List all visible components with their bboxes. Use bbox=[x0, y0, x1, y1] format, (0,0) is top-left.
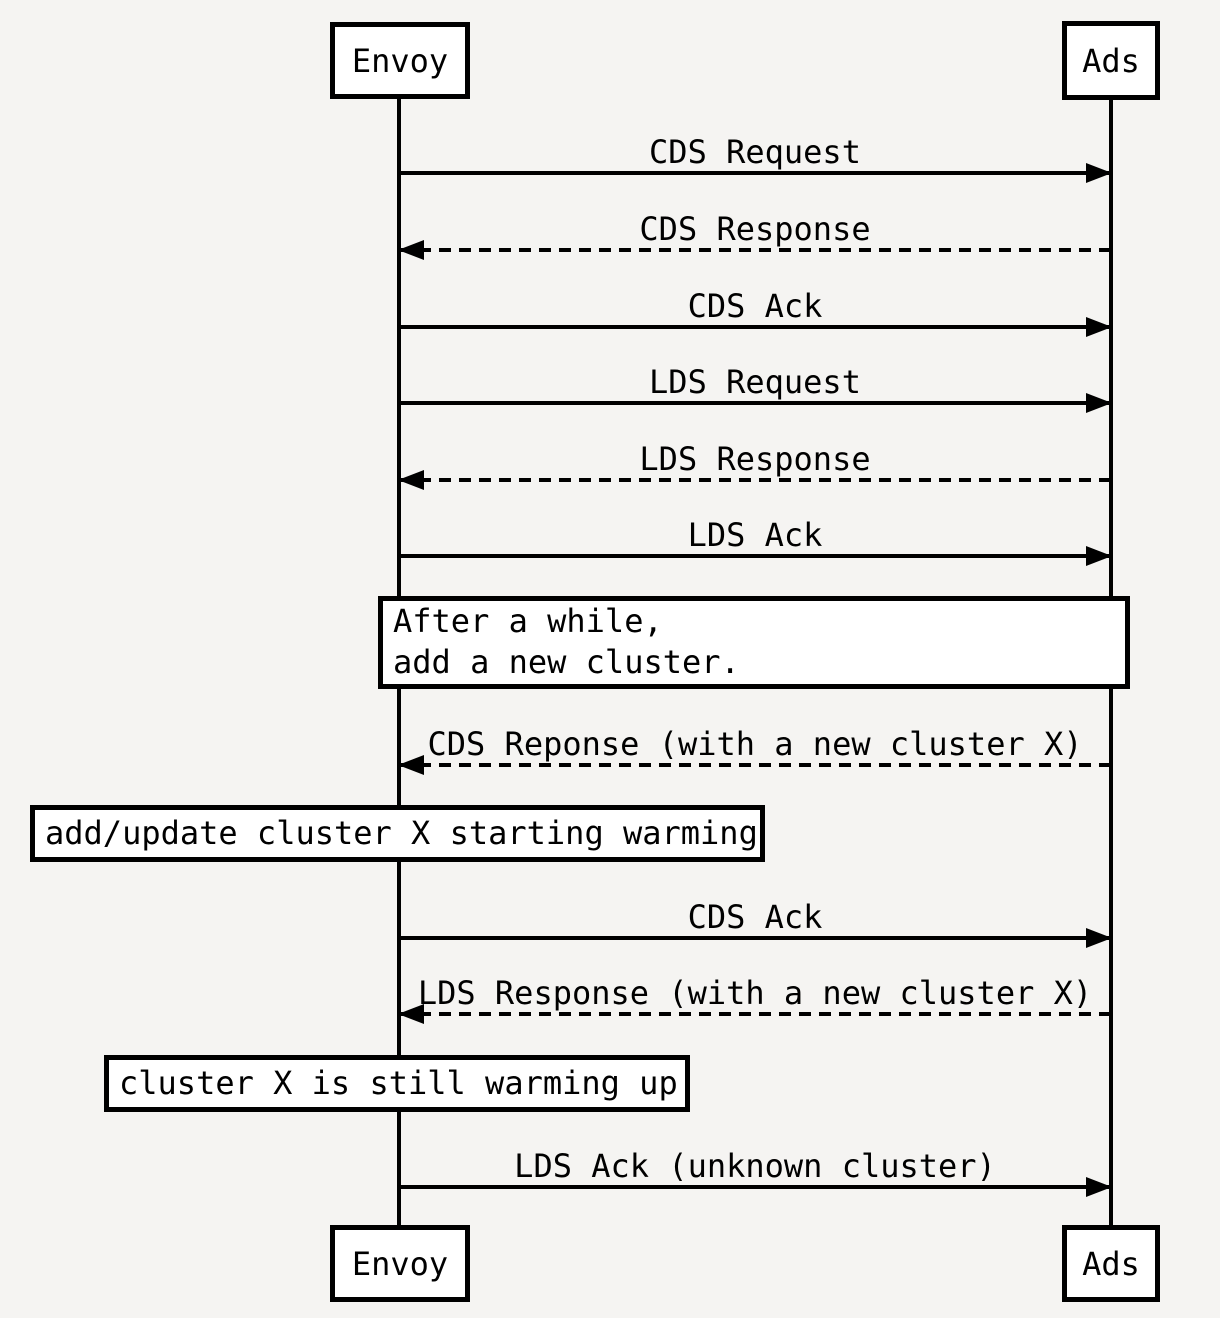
message-line bbox=[398, 1004, 1111, 1024]
message-label: LDS Response (with a new cluster X) bbox=[417, 974, 1093, 1012]
message-line bbox=[399, 317, 1112, 337]
message-label: CDS Ack bbox=[687, 287, 823, 325]
participant-label: Envoy bbox=[351, 41, 449, 80]
arrowhead-left-icon bbox=[398, 755, 424, 775]
note-text: After a while, bbox=[393, 602, 663, 640]
message-label: CDS Request bbox=[649, 133, 861, 171]
participant-label: Ads bbox=[1082, 41, 1140, 80]
arrowhead-left-icon bbox=[398, 240, 424, 260]
message-cds-reponse-new-cluster: CDS Reponse (with a new cluster X) bbox=[398, 725, 1111, 775]
note-cluster-warming-start: add/update cluster X starting warming bbox=[30, 805, 765, 862]
message-label: LDS Ack bbox=[687, 516, 823, 554]
note-text: add/update cluster X starting warming bbox=[45, 814, 758, 852]
message-lds-ack-unknown-cluster: LDS Ack (unknown cluster) bbox=[399, 1147, 1112, 1197]
message-cds-ack-2: CDS Ack bbox=[399, 898, 1112, 948]
message-lds-ack: LDS Ack bbox=[399, 516, 1112, 566]
participant-label: Ads bbox=[1082, 1244, 1140, 1283]
message-line bbox=[398, 240, 1111, 260]
message-line bbox=[398, 755, 1111, 775]
note-text: cluster X is still warming up bbox=[119, 1064, 678, 1102]
message-lds-request: LDS Request bbox=[399, 363, 1112, 413]
note-after-a-while: After a while, add a new cluster. bbox=[378, 596, 1130, 689]
arrowhead-left-icon bbox=[398, 470, 424, 490]
note-cluster-still-warming: cluster X is still warming up bbox=[104, 1055, 690, 1112]
message-cds-request: CDS Request bbox=[399, 133, 1112, 183]
message-lds-response-new-cluster: LDS Response (with a new cluster X) bbox=[398, 974, 1111, 1024]
participant-envoy-bottom: Envoy bbox=[330, 1225, 470, 1302]
participant-envoy-top: Envoy bbox=[330, 22, 470, 99]
arrowhead-right-icon bbox=[1086, 1177, 1112, 1197]
participant-label: Envoy bbox=[351, 1244, 449, 1283]
arrowhead-right-icon bbox=[1086, 317, 1112, 337]
message-line bbox=[399, 1177, 1112, 1197]
message-line bbox=[399, 928, 1112, 948]
participant-ads-bottom: Ads bbox=[1062, 1225, 1160, 1302]
message-line bbox=[399, 163, 1112, 183]
message-label: CDS Response bbox=[639, 210, 871, 248]
arrowhead-right-icon bbox=[1086, 163, 1112, 183]
message-cds-response: CDS Response bbox=[398, 210, 1111, 260]
message-label: LDS Ack (unknown cluster) bbox=[514, 1147, 996, 1185]
message-lds-response: LDS Response bbox=[398, 440, 1111, 490]
participant-ads-top: Ads bbox=[1062, 21, 1160, 100]
note-text: add a new cluster. bbox=[393, 643, 740, 681]
message-line bbox=[399, 393, 1112, 413]
message-label: CDS Ack bbox=[687, 898, 823, 936]
arrowhead-right-icon bbox=[1086, 928, 1112, 948]
arrowhead-right-icon bbox=[1086, 546, 1112, 566]
message-label: LDS Request bbox=[649, 363, 861, 401]
arrowhead-left-icon bbox=[398, 1004, 424, 1024]
message-label: CDS Reponse (with a new cluster X) bbox=[427, 725, 1083, 763]
message-label: LDS Response bbox=[639, 440, 871, 478]
message-cds-ack: CDS Ack bbox=[399, 287, 1112, 337]
arrowhead-right-icon bbox=[1086, 393, 1112, 413]
message-line bbox=[398, 470, 1111, 490]
message-line bbox=[399, 546, 1112, 566]
